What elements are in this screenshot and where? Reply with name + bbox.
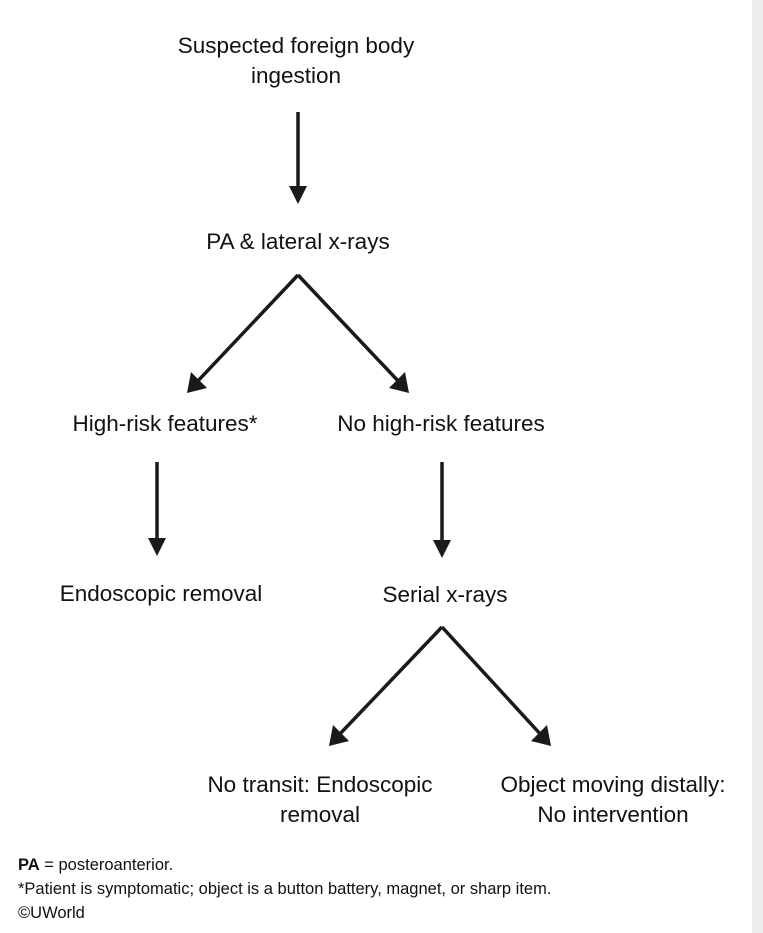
node-suspected-ingestion: Suspected foreign body ingestion bbox=[148, 31, 444, 91]
arrow-xrays-to-no-high-risk bbox=[296, 273, 403, 386]
node-no-high-risk-features: No high-risk features bbox=[337, 411, 545, 436]
arrow-serial-to-moving-distally bbox=[440, 625, 545, 739]
node-moving-distally-line2: No intervention bbox=[537, 802, 689, 827]
node-no-transit-line2: removal bbox=[279, 802, 361, 827]
footnote-high-risk-definition: *Patient is symptomatic; object is a but… bbox=[18, 880, 552, 898]
node-endoscopic-removal: Endoscopic removal bbox=[59, 581, 263, 606]
arrow-xrays-to-high-risk bbox=[193, 273, 300, 386]
arrowhead-xrays-to-no-high-risk bbox=[389, 372, 409, 393]
node-suspected-ingestion-line2: ingestion bbox=[250, 63, 342, 88]
node-no-transit: No transit: Endoscopic removal bbox=[180, 770, 460, 830]
arrowhead-no-high-risk-to-serial bbox=[433, 540, 451, 558]
arrow-serial-to-no-transit bbox=[335, 625, 444, 739]
flowchart-arrows bbox=[148, 112, 551, 746]
abbreviation-term: PA bbox=[18, 856, 40, 874]
arrowhead-xrays-to-high-risk bbox=[187, 372, 207, 393]
node-no-transit-line1: No transit: Endoscopic bbox=[207, 772, 433, 797]
arrowhead-serial-to-moving-distally bbox=[531, 725, 551, 746]
node-moving-distally-line1: Object moving distally: bbox=[500, 772, 726, 797]
copyright-notice: ©UWorld bbox=[18, 904, 85, 922]
footnote-abbreviation: PA = posteroanterior. bbox=[18, 853, 551, 877]
arrowhead-high-risk-to-removal bbox=[148, 538, 166, 556]
arrowhead-start-to-xrays bbox=[289, 186, 307, 204]
arrowhead-serial-to-no-transit bbox=[329, 725, 349, 746]
node-serial-xrays: Serial x-rays bbox=[382, 582, 508, 607]
abbreviation-definition: = posteroanterior. bbox=[39, 856, 174, 874]
node-high-risk-features: High-risk features* bbox=[72, 411, 258, 436]
node-pa-lateral-xrays: PA & lateral x-rays bbox=[206, 229, 390, 254]
node-suspected-ingestion-line1: Suspected foreign body bbox=[177, 33, 415, 58]
footnotes: PA = posteroanterior. *Patient is sympto… bbox=[18, 853, 551, 925]
node-moving-distally: Object moving distally: No intervention bbox=[474, 770, 752, 830]
